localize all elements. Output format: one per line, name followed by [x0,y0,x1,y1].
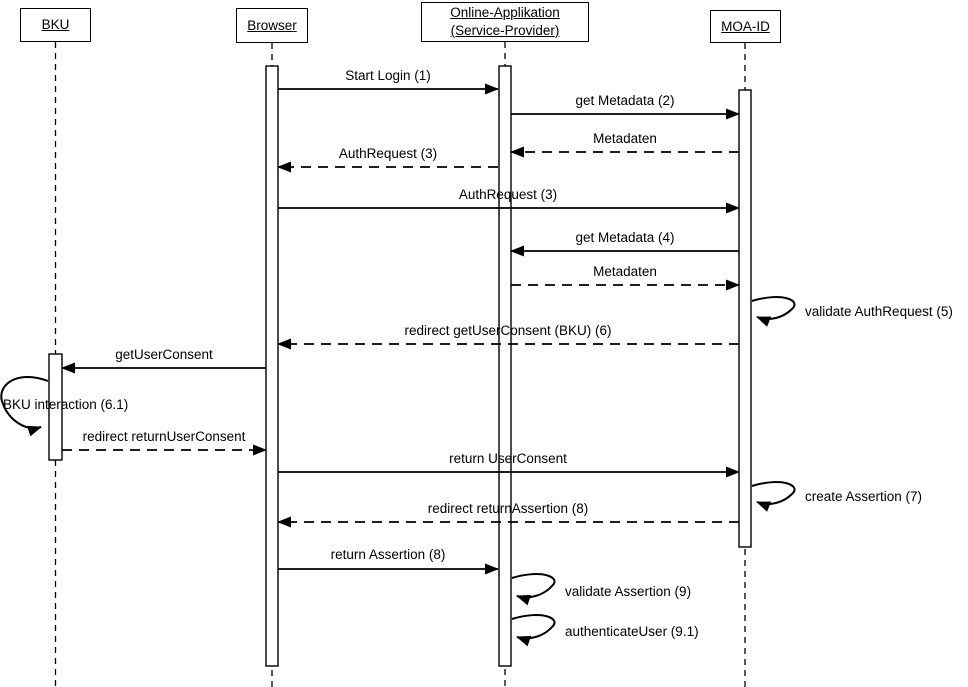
self-loop-authenticateuser [511,614,556,647]
actor-label-browser: Browser [247,17,297,33]
activation-bar-moa-id [738,89,752,548]
message-label-metadaten-2: Metadaten [593,264,657,279]
message-label-create-assertion: create Assertion (7) [805,489,923,504]
activation-bar-bku [48,353,63,461]
message-label-getuserconsent: getUserConsent [115,347,213,362]
actor-label-service-provider: Online-Applikation (Service-Provider) [450,5,560,38]
self-loop-create-assertion [751,481,796,512]
actor-label-moa-id: MOA-ID [721,18,770,34]
self-loop-validate-authrequest [751,296,796,327]
actor-box-moa-id: MOA-ID [710,10,781,43]
message-label-return-assertion: return Assertion (8) [330,547,446,562]
message-label-return-userconsent: return UserConsent [449,451,567,466]
message-label-authrequest-redirect: AuthRequest (3) [338,146,438,161]
message-label-metadaten-1: Metadaten [593,131,657,146]
self-loop-bku-interaction [0,375,49,437]
message-label-redirect-returnuserconsent: redirect returnUserConsent [82,429,246,444]
message-label-bku-interaction: BKU interaction (6.1) [3,397,129,412]
message-label-get-metadata-2: get Metadata (2) [575,93,675,108]
actor-label-bku: BKU [41,17,70,33]
message-label-start-login: Start Login (1) [345,68,431,83]
message-label-redirect-getuserconsent: redirect getUserConsent (BKU) (6) [404,323,612,338]
message-label-validate-authrequest: validate AuthRequest (5) [805,304,953,319]
activation-bar-service-provider [498,65,512,667]
message-label-get-metadata-4: get Metadata (4) [575,230,675,245]
self-loop-validate-assertion [511,573,556,606]
message-label-authenticateuser: authenticateUser (9.1) [565,624,699,639]
message-label-validate-assertion: validate Assertion (9) [565,584,692,599]
actor-box-browser: Browser [236,8,308,43]
message-label-authrequest-3: AuthRequest (3) [458,187,558,202]
message-label-redirect-returnassertion: redirect returnAssertion (8) [427,501,589,516]
actor-box-bku: BKU [20,8,91,42]
activation-bar-browser [265,65,279,667]
actor-box-service-provider: Online-Applikation (Service-Provider) [421,2,589,42]
